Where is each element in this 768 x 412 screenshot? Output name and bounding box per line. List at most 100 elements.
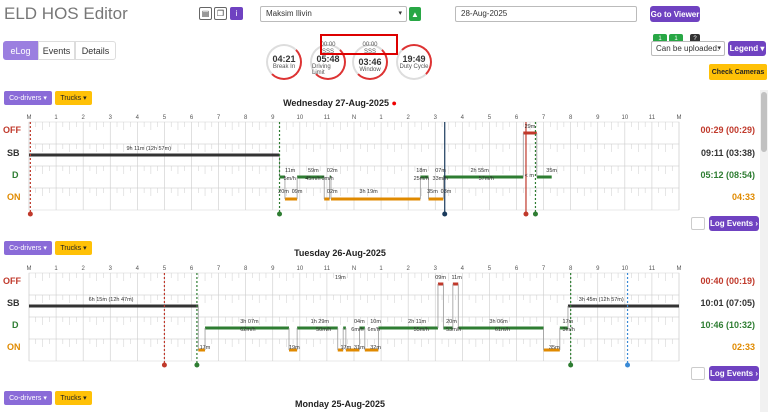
hour-label: 2 bbox=[81, 266, 85, 272]
hour-label: 1 bbox=[379, 266, 383, 272]
row-label-off: OFF bbox=[3, 276, 21, 286]
row-label-off: OFF bbox=[3, 125, 21, 135]
segment-label: 50m/h bbox=[316, 327, 331, 333]
total-d: 10:46 (10:32) bbox=[700, 320, 755, 330]
segment-label: 61m/h bbox=[495, 327, 510, 333]
chevron-down-icon: ▾ bbox=[398, 10, 402, 17]
segment-label: 07m bbox=[435, 168, 446, 174]
gauge-sub: SSS bbox=[321, 49, 334, 55]
hour-label: M bbox=[27, 115, 32, 121]
hour-label: M bbox=[677, 266, 682, 272]
hour-label: 3 bbox=[109, 266, 113, 272]
hour-label: 7 bbox=[542, 266, 546, 272]
gauge-label: Window bbox=[359, 67, 381, 73]
segment-label: 1h 29m bbox=[311, 319, 330, 325]
hour-label: 3 bbox=[434, 266, 438, 272]
event-marker-icon bbox=[532, 211, 538, 217]
codrivers-button[interactable]: Co-drivers ▾ bbox=[4, 91, 52, 105]
date-input[interactable]: 28-Aug-2025 bbox=[455, 6, 637, 22]
checkbox[interactable] bbox=[691, 217, 705, 230]
hour-label: M bbox=[27, 266, 32, 272]
segment-label: 6m/h bbox=[368, 327, 380, 333]
legend-button[interactable]: Legend ▾ bbox=[728, 41, 766, 56]
document-icon[interactable]: ▤ bbox=[199, 7, 212, 20]
codrivers-button-3[interactable]: Co-drivers ▾ bbox=[4, 391, 52, 405]
hour-label: 8 bbox=[244, 115, 248, 121]
hour-label: 1 bbox=[54, 115, 58, 121]
hour-label: 2 bbox=[406, 115, 410, 121]
checkbox[interactable] bbox=[691, 367, 705, 380]
segment-label: 04m bbox=[354, 319, 365, 325]
row-label-on: ON bbox=[7, 342, 21, 352]
segment-label: 11m bbox=[452, 275, 463, 281]
info-icon[interactable]: i bbox=[230, 7, 243, 20]
segment-label: 32m bbox=[370, 345, 381, 351]
gauge-driving-limit: 00:00 SSS 05:48 Driving Limit bbox=[310, 42, 346, 80]
event-marker-icon bbox=[194, 362, 200, 368]
scrollbar[interactable] bbox=[760, 90, 768, 412]
segment-label: < m bbox=[525, 173, 535, 179]
scrollbar-thumb[interactable] bbox=[761, 92, 767, 152]
segment-label: 3h 06m bbox=[489, 319, 508, 325]
segment-label: 17m bbox=[563, 319, 574, 325]
hour-label: N bbox=[352, 266, 356, 272]
trucks-label: Trucks bbox=[60, 394, 82, 402]
hour-label: 10 bbox=[621, 266, 628, 272]
trucks-button-2[interactable]: Trucks ▾ bbox=[55, 241, 92, 255]
segment-label: 10m bbox=[370, 319, 381, 325]
trucks-button-3[interactable]: Trucks ▾ bbox=[55, 391, 92, 405]
upload-select[interactable]: Can be uploaded: ▾ bbox=[651, 41, 725, 56]
hour-label: 10 bbox=[621, 115, 628, 121]
segment-label: 02m bbox=[327, 168, 338, 174]
codrivers-button-2[interactable]: Co-drivers ▾ bbox=[4, 241, 52, 255]
hour-label: 2 bbox=[406, 266, 410, 272]
trucks-label: Trucks bbox=[60, 94, 82, 102]
log-events-button-1[interactable]: Log Events › bbox=[709, 216, 759, 231]
hour-label: 5 bbox=[163, 115, 167, 121]
event-marker-icon bbox=[568, 362, 574, 368]
hour-label: 4 bbox=[136, 266, 140, 272]
segment-label: 31m bbox=[354, 345, 365, 351]
codrivers-label: Co-drivers bbox=[9, 244, 42, 252]
badge-help[interactable]: ? bbox=[690, 34, 700, 43]
highlight-box bbox=[320, 34, 398, 55]
tab-details[interactable]: Details bbox=[75, 41, 116, 60]
event-marker-icon bbox=[523, 211, 529, 217]
segment-label: 09m bbox=[435, 275, 446, 281]
trucks-label: Trucks bbox=[60, 244, 82, 252]
total-d: 05:12 (08:54) bbox=[700, 170, 755, 180]
copy-icon[interactable]: ❐ bbox=[214, 7, 227, 20]
trucks-button[interactable]: Trucks ▾ bbox=[55, 91, 92, 105]
row-label-d: D bbox=[12, 320, 19, 330]
tab-elog[interactable]: eLog bbox=[3, 41, 38, 60]
badge-green-2: 1 bbox=[669, 34, 683, 43]
hour-label: M bbox=[677, 115, 682, 121]
hour-label: 5 bbox=[488, 115, 492, 121]
chevron-down-icon: ▾ bbox=[717, 45, 721, 52]
gauge-label: Driving Limit bbox=[312, 64, 331, 76]
segment-label: 35m bbox=[427, 189, 438, 195]
hour-label: 9 bbox=[596, 266, 600, 272]
event-marker-icon bbox=[161, 362, 167, 368]
tab-events[interactable]: Events bbox=[38, 41, 75, 60]
gauge-label: Duty Cycle bbox=[399, 64, 429, 70]
log-events-label: Log Events bbox=[709, 219, 754, 228]
hour-label: 6 bbox=[515, 266, 519, 272]
segment-label: 3m/h bbox=[563, 327, 575, 333]
hour-label: 4 bbox=[461, 115, 465, 121]
gauge-sub: SSS bbox=[363, 49, 376, 55]
date-value: 28-Aug-2025 bbox=[461, 9, 508, 18]
check-cameras-button[interactable]: Check Cameras bbox=[709, 64, 767, 80]
segment-label: 33m/h bbox=[433, 176, 448, 182]
driver-select[interactable]: Maksim Ilivin ▾ bbox=[260, 6, 407, 22]
person-icon[interactable]: ▲ bbox=[409, 7, 421, 21]
log-events-button-2[interactable]: Log Events › bbox=[709, 366, 759, 381]
hour-label: 8 bbox=[569, 115, 573, 121]
segment-label: 6m/h bbox=[351, 327, 363, 333]
go-to-viewer-button[interactable]: Go to Viewer bbox=[650, 6, 700, 22]
segment-label: 18m bbox=[416, 168, 427, 174]
gauge-label: Break In bbox=[272, 64, 296, 70]
gauge-break-in: 04:21 Break In bbox=[266, 44, 302, 80]
